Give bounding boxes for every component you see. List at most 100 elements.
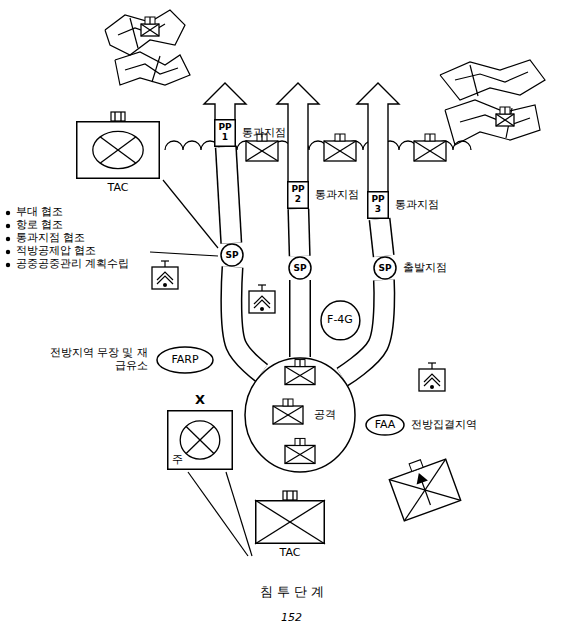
terrain-line (440, 60, 545, 100)
node-heading: 전방집결지역 (411, 419, 477, 432)
unit-diagonal (285, 367, 315, 385)
terrain-line (130, 18, 138, 48)
page-number: 152 (281, 612, 302, 625)
flag-stalk (428, 362, 436, 363)
node-heading: X (195, 393, 205, 408)
terrain-line (125, 64, 178, 74)
node-label: SP (293, 263, 306, 273)
unit-diagonal (496, 114, 514, 126)
unit-diagonal (389, 459, 460, 521)
aviation-unit-symbol (387, 452, 461, 521)
unit-diagonal (496, 114, 514, 126)
node-heading: 통과지점 (315, 189, 359, 202)
node-heading: 출발지점 (403, 262, 447, 275)
start-point-circle: SP출발지점 (373, 256, 397, 280)
attack-ellipse: 공격 (244, 357, 356, 473)
coordination-item: 적방공제압 협조 (16, 245, 97, 258)
node-heading: TAC (280, 547, 301, 560)
node-label: PP 1 (218, 123, 231, 143)
unit-diagonal (141, 24, 159, 36)
flag-stalk (258, 284, 266, 285)
unit-box: TAC (76, 121, 160, 179)
coordination-item: 항로 협조 (16, 219, 64, 232)
bullet (6, 211, 10, 215)
route-band-fill (291, 280, 310, 357)
flag-stalk (164, 261, 165, 267)
unit-box-outline (76, 121, 160, 179)
terrain-line (460, 115, 530, 125)
route-outlines (226, 147, 384, 377)
pass-point-box: 통과지점PP 1 (214, 119, 236, 147)
node-heading: 전방지역 무장 및 재급유소 (48, 347, 148, 372)
route-band (380, 219, 384, 256)
unit-symbol (285, 360, 315, 385)
unit-diagonal (414, 141, 446, 161)
unit-box-outline (255, 500, 325, 544)
route-band (226, 147, 232, 243)
terrain-line (118, 24, 165, 35)
terrain-line (152, 56, 160, 82)
unit-stalk (339, 134, 340, 141)
bullet (6, 237, 10, 241)
faa-oval: FAA전방집결지역 (365, 414, 405, 436)
unit-diagonal (273, 406, 303, 424)
unit-diagonal (285, 445, 315, 463)
unit-symbol (496, 107, 514, 126)
unit-box: TAC (255, 500, 325, 544)
node-heading: TAC (108, 182, 129, 195)
node-label: FARP (171, 354, 198, 367)
bullet (6, 250, 10, 254)
unit-diagonal (389, 459, 460, 521)
air-defense-symbol (152, 261, 178, 289)
node-heading: 주 (172, 454, 183, 467)
start-point-circle: SP (220, 243, 244, 267)
flag-chevron (424, 378, 440, 386)
unit-diagonal (246, 141, 278, 161)
aircraft-circle: F-4G (320, 300, 361, 341)
flag-stalk (431, 363, 432, 369)
route-band-fill (231, 267, 261, 373)
unit-symbol (141, 17, 159, 36)
unit-symbol (324, 134, 356, 161)
unit-stalk (504, 107, 505, 114)
route-arrow (204, 83, 246, 119)
node-label: F-4G (327, 314, 353, 327)
route-band (289, 280, 311, 357)
unit-diagonal (285, 367, 315, 385)
coordination-item: 부대 협조 (16, 206, 64, 219)
unit-stalk (149, 17, 150, 24)
coordination-item: 통과지점 협조 (16, 232, 86, 245)
unit-stalk (299, 438, 300, 445)
terrain-line (455, 72, 528, 82)
route-band-fill (226, 147, 232, 243)
node-label: SP (378, 263, 391, 273)
bullet (6, 263, 10, 267)
air-defense-symbol (419, 363, 445, 391)
flag-chevron (157, 276, 173, 284)
route-band-fill (380, 219, 384, 256)
unit-stalk (299, 360, 300, 367)
terrain-line (445, 100, 540, 145)
farp-oval: FARP전방지역 무장 및 재급유소 (156, 346, 214, 374)
route-fills (226, 147, 384, 377)
route-band (298, 209, 299, 256)
node-heading: 통과지점 (242, 127, 286, 140)
leader-line (163, 180, 218, 248)
flag-chevron (254, 300, 270, 308)
unit-diagonal (324, 141, 356, 161)
node-heading: 통과지점 (395, 199, 439, 212)
node-label: PP 2 (291, 185, 304, 205)
coordination-item: 공중공중관리 계획수립 (16, 258, 130, 271)
route-arrow (357, 83, 399, 191)
route-band (231, 267, 261, 373)
terrain-line (115, 52, 190, 85)
unit-stalk (287, 399, 288, 406)
attack-ellipse-outline (244, 357, 356, 473)
unit-symbol (273, 399, 303, 424)
leader-line (150, 252, 218, 256)
terrain-line (105, 10, 185, 55)
node-label: 공격 (314, 409, 336, 422)
unit-stalk (429, 134, 430, 141)
node-label: PP 3 (371, 195, 384, 215)
